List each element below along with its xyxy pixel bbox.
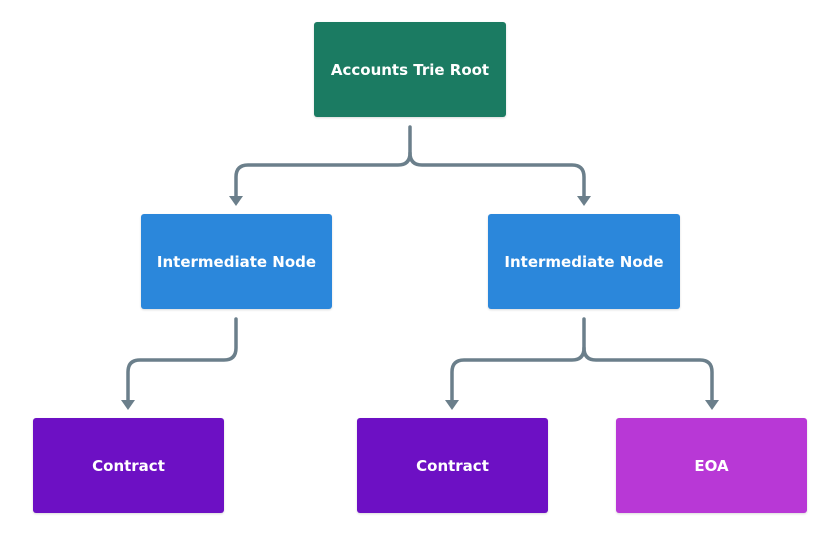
contract-left-label: Contract xyxy=(92,456,165,475)
arrowhead-eoa xyxy=(705,400,719,410)
arrowhead-intermediate-right xyxy=(577,196,591,206)
edge-intermediate-left-to-contract-left xyxy=(126,317,238,404)
arrowhead-contract-middle xyxy=(445,400,459,410)
intermediate-left-label: Intermediate Node xyxy=(156,252,317,271)
intermediate-right-label: Intermediate Node xyxy=(504,252,664,271)
eoa-node: EOA xyxy=(616,418,807,513)
edge-intermediate-right-to-eoa xyxy=(582,346,714,404)
intermediate-node-left: Intermediate Node xyxy=(141,214,332,309)
arrowhead-intermediate-left xyxy=(229,196,243,206)
accounts-trie-root-node: Accounts Trie Root xyxy=(314,22,506,117)
contract-node-left: Contract xyxy=(33,418,224,513)
contract-node-middle: Contract xyxy=(357,418,548,513)
root-node-label: Accounts Trie Root xyxy=(330,60,490,79)
eoa-label: EOA xyxy=(694,456,729,475)
edge-root-to-intermediate-right xyxy=(408,151,586,200)
edge-root-to-intermediate-left xyxy=(234,125,412,200)
arrowhead-contract-left xyxy=(121,400,135,410)
intermediate-node-right: Intermediate Node xyxy=(488,214,680,309)
contract-middle-label: Contract xyxy=(416,456,489,475)
edge-intermediate-right-to-contract-middle xyxy=(450,317,586,404)
